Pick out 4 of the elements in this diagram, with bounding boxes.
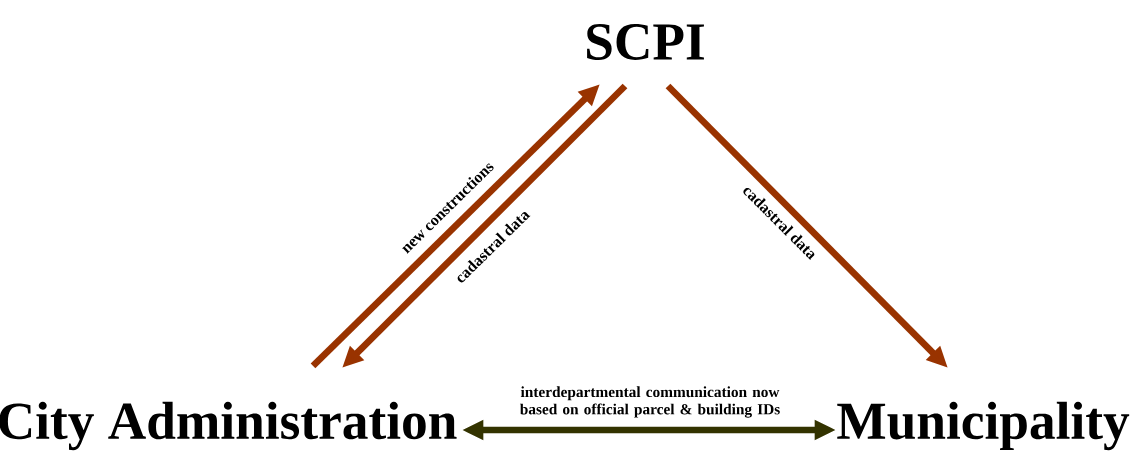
node-label: City Administration [0,401,457,451]
node-label: Municipality [837,401,1130,451]
node-label: SCPI [587,24,704,60]
edge-label: interdepartmental communication now based on official parcel & building IDs [520,386,780,418]
